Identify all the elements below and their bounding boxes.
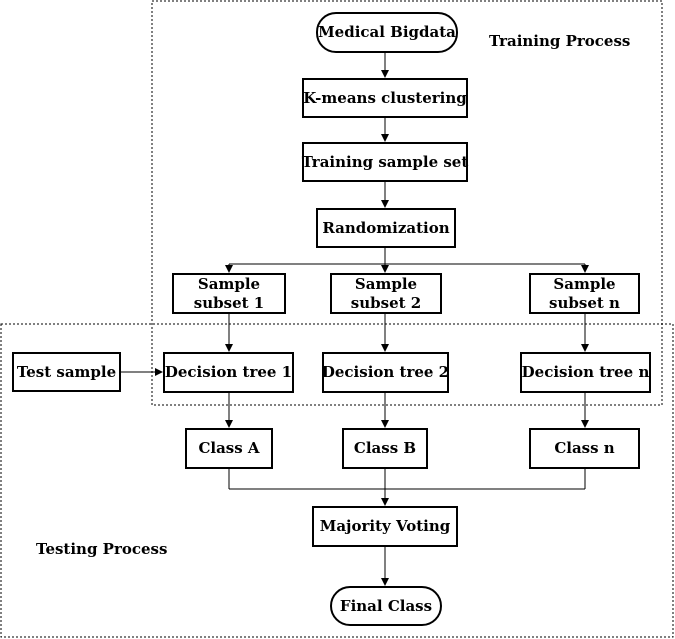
class-b-node: Class B — [342, 428, 428, 469]
sample-subset-1-node: Sample subset 1 — [172, 273, 286, 314]
majority-voting-node: Majority Voting — [312, 506, 458, 547]
sample-subset-n-line2: subset n — [549, 293, 620, 312]
sample-subset-n-node: Sample subset n — [529, 273, 640, 314]
test-sample-node: Test sample — [12, 352, 121, 392]
decision-tree-n-node: Decision tree n — [520, 352, 651, 393]
sample-subset-2-label: Sample subset 2 — [351, 275, 421, 313]
medical-bigdata-node: Medical Bigdata — [316, 12, 458, 53]
training-sample-set-node: Training sample set — [302, 142, 468, 182]
sample-subset-n-line1: Sample — [553, 274, 616, 293]
sample-subset-2-node: Sample subset 2 — [330, 273, 442, 314]
sample-subset-2-line2: subset 2 — [350, 293, 422, 312]
kmeans-clustering-node: K-means clustering — [302, 78, 468, 118]
testing-region-outline — [0, 323, 674, 638]
sample-subset-1-label: Sample subset 1 — [194, 275, 264, 313]
class-a-node: Class A — [185, 428, 273, 469]
class-n-node: Class n — [529, 428, 640, 469]
randomization-node: Randomization — [316, 208, 456, 248]
sample-subset-1-line2: subset 1 — [193, 293, 265, 312]
sample-subset-n-label: Sample subset n — [549, 275, 620, 313]
sample-subset-2-line1: Sample — [354, 274, 418, 293]
sample-subset-1-line1: Sample — [197, 274, 261, 293]
training-region-outline — [151, 0, 663, 406]
testing-process-label: Testing Process — [36, 540, 168, 558]
decision-tree-2-node: Decision tree 2 — [322, 352, 449, 393]
final-class-node: Final Class — [330, 586, 442, 626]
training-process-label: Training Process — [489, 32, 631, 50]
decision-tree-1-node: Decision tree 1 — [163, 352, 294, 393]
